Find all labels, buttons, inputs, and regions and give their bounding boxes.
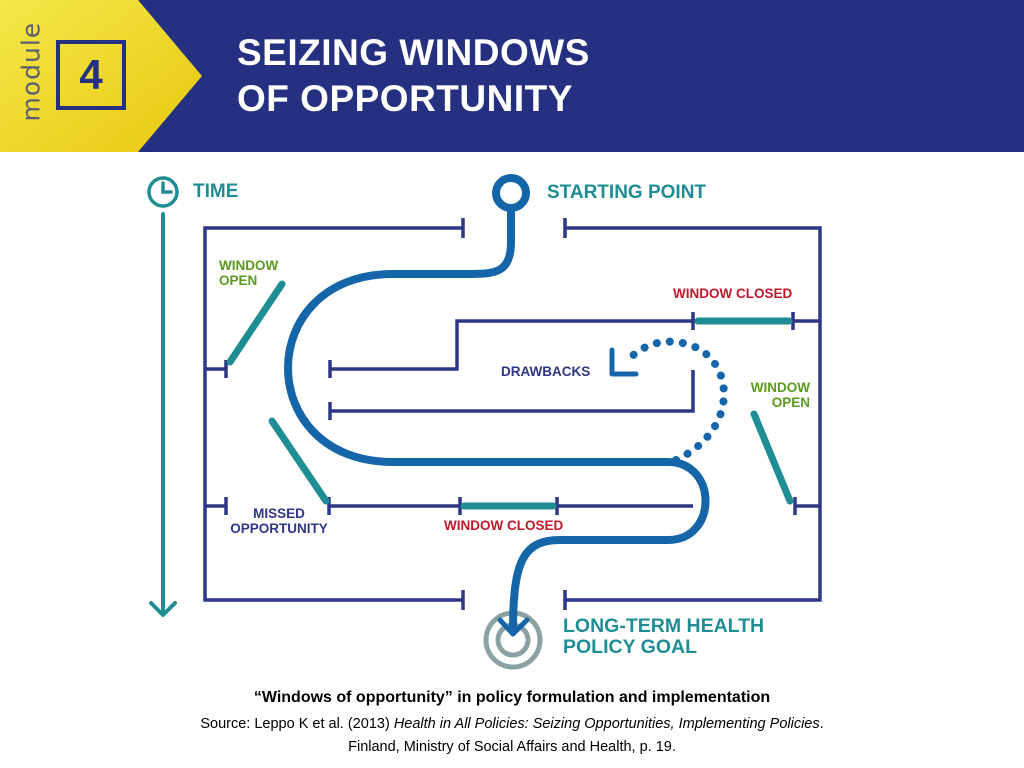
windows-diagram	[147, 174, 822, 670]
source-line-2: Finland, Ministry of Social Affairs and …	[348, 739, 676, 755]
source-suffix: .	[819, 716, 824, 732]
goal-label: LONG-TERM HEALTH POLICY GOAL	[563, 616, 764, 658]
window-open-right-bar	[750, 410, 794, 505]
missed-opportunity-label: MISSED OPPORTUNITY	[224, 506, 334, 536]
window-open-left-line-2: OPEN	[219, 273, 258, 288]
title-line-2: OF OPPORTUNITY	[237, 78, 573, 119]
figure-caption-title: “Windows of opportunity” in policy formu…	[253, 689, 771, 706]
module-tab-shape	[0, 0, 202, 152]
maze-walls	[203, 218, 822, 610]
module-label: module	[16, 21, 46, 122]
drawbacks-dotted-path	[626, 337, 728, 464]
window-open-left-line-1: WINDOW	[219, 258, 279, 273]
missed-opportunity-line-1: MISSED	[253, 506, 305, 521]
window-open-right-line-2: OPEN	[771, 395, 810, 410]
window-bars	[226, 280, 794, 510]
goal-line-2: POLICY GOAL	[563, 636, 697, 658]
page-title: SEIZING WINDOWS OF OPPORTUNITY	[237, 30, 590, 122]
goal-line-1: LONG-TERM HEALTH	[563, 615, 765, 637]
window-closed-top-label: WINDOW CLOSED	[673, 286, 793, 301]
window-open-right-label: WINDOW OPEN	[734, 380, 810, 410]
header-banner: module 4 SEIZING WINDOWS OF OPPORTUNITY	[0, 0, 1024, 152]
source-prefix: Source: Leppo K et al. (2013)	[200, 716, 394, 732]
missed-opportunity-bar	[268, 417, 330, 505]
drawbacks-label: DRAWBACKS	[501, 364, 591, 379]
time-label: TIME	[193, 181, 239, 202]
missed-opportunity-line-2: OPPORTUNITY	[230, 521, 328, 536]
module-number: 4	[56, 40, 126, 110]
title-line-1: SEIZING WINDOWS	[237, 32, 590, 73]
time-arrow	[149, 212, 177, 617]
figure-source: Source: Leppo K et al. (2013) Health in …	[0, 713, 1024, 759]
starting-point-ring	[492, 174, 530, 212]
window-open-left-label: WINDOW OPEN	[219, 258, 278, 288]
starting-point-label: STARTING POINT	[547, 182, 707, 203]
policy-path	[284, 204, 710, 634]
drawbacks-arrowhead	[609, 347, 639, 377]
window-open-left-bar	[226, 280, 286, 366]
clock-icon	[147, 176, 179, 208]
source-book-title: Health in All Policies: Seizing Opportun…	[393, 716, 820, 732]
window-closed-bottom-label: WINDOW CLOSED	[444, 518, 564, 533]
window-open-right-line-1: WINDOW	[750, 380, 810, 395]
source-line-1: Source: Leppo K et al. (2013) Health in …	[0, 713, 1024, 736]
goal-arrowhead	[497, 617, 530, 637]
